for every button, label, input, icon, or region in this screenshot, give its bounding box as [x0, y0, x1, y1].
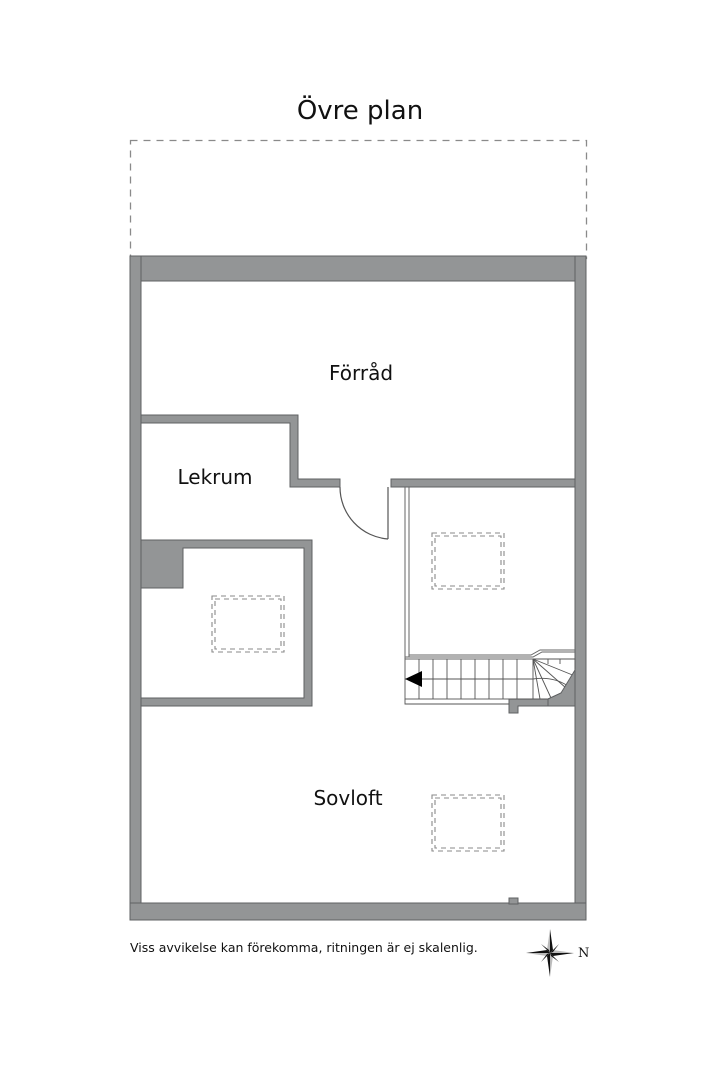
disclaimer-text: Viss avvikelse kan förekomma, ritningen … — [130, 940, 478, 955]
page-title: Övre plan — [296, 96, 424, 126]
stair-railing — [404, 487, 575, 659]
stairs — [404, 658, 576, 705]
arrow-left-icon — [405, 671, 422, 687]
skylight — [211, 595, 285, 653]
room-label-lekrum: Lekrum — [177, 465, 253, 489]
walls — [129, 255, 587, 921]
open-area-outline — [129, 139, 588, 260]
room-label-forrad: Förråd — [328, 361, 394, 385]
compass-rose-icon — [526, 929, 574, 977]
north-label: N — [578, 946, 590, 961]
door — [339, 486, 389, 540]
skylight — [431, 532, 505, 590]
skylight — [431, 794, 505, 852]
room-label-sovloft: Sovloft — [313, 786, 383, 810]
winder-fill — [547, 668, 576, 707]
